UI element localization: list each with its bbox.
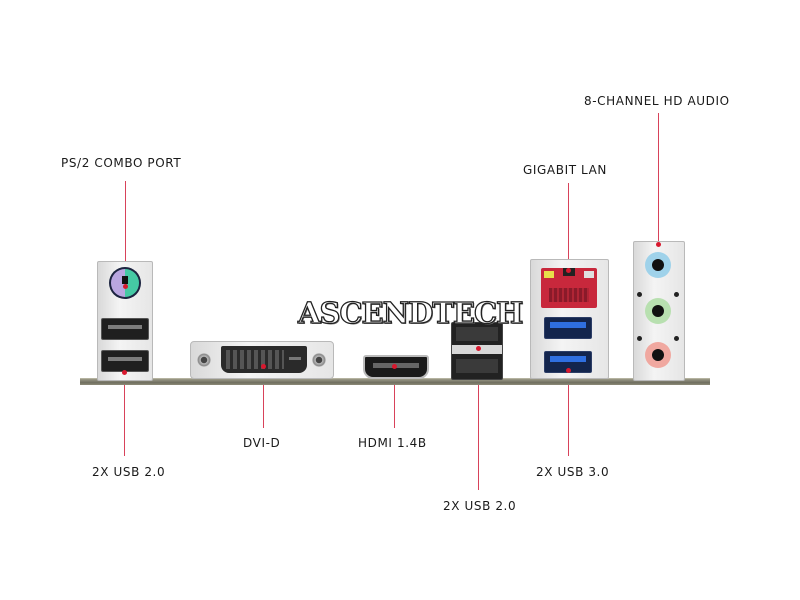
audio-screw-hole (674, 292, 679, 297)
label-usb3: 2X USB 3.0 (536, 465, 610, 479)
label-hdmi: HDMI 1.4B (358, 436, 427, 450)
audio-screw-hole (674, 336, 679, 341)
usb2-port-middle-top[interactable] (456, 327, 498, 341)
audio-bracket (633, 241, 685, 381)
label-dvi-d: DVI-D (243, 436, 281, 450)
usb2-port-middle-bottom[interactable] (456, 359, 498, 373)
marker-dot-dvi (261, 364, 266, 369)
watermark-text: ASCENDTECH (297, 295, 524, 330)
dvi-connector (221, 346, 307, 373)
lan-contacts (549, 288, 589, 302)
label-gigabit-lan: GIGABIT LAN (523, 163, 608, 177)
leader-line-dvi (263, 366, 264, 428)
usb2-port-left-bottom[interactable] (101, 350, 149, 372)
lan-usb3-bracket (530, 259, 609, 379)
label-usb2-left: 2X USB 2.0 (92, 465, 166, 479)
leader-line-usb3 (568, 370, 569, 456)
audio-screw-hole (637, 336, 642, 341)
dvi-screw-left (197, 353, 211, 367)
marker-dot-audio (656, 242, 661, 247)
marker-dot-hdmi (392, 364, 397, 369)
audio-jack-line-in[interactable] (645, 252, 671, 278)
leader-line-audio (658, 113, 659, 243)
audio-screw-hole (637, 292, 642, 297)
marker-dot-usb2-left (122, 370, 127, 375)
dvi-blade (289, 357, 301, 360)
ps2-usb-bracket (97, 261, 153, 381)
marker-dot-ps2 (123, 284, 128, 289)
label-hd-audio: 8-CHANNEL HD AUDIO (584, 94, 730, 108)
ps2-key (122, 276, 128, 284)
ps2-port[interactable] (109, 267, 141, 299)
io-backplate (80, 378, 710, 385)
lan-link-led (584, 271, 594, 278)
usb2-port-left-top[interactable] (101, 318, 149, 340)
lan-activity-led (544, 271, 554, 278)
dvi-port[interactable] (190, 341, 334, 379)
marker-dot-lan (566, 268, 571, 273)
usb3-port-top[interactable] (544, 317, 592, 339)
ps2-mouse-half (125, 269, 139, 297)
marker-dot-usb2-middle (476, 346, 481, 351)
dvi-pins (226, 350, 284, 369)
audio-jack-line-out[interactable] (645, 298, 671, 324)
usb2-middle-stack (451, 322, 503, 380)
label-ps2-combo-port: PS/2 COMBO PORT (61, 156, 182, 170)
leader-line-usb2-middle (478, 350, 479, 490)
leader-line-lan (568, 183, 569, 270)
leader-line-usb2-left (124, 372, 125, 456)
leader-line-hdmi (394, 370, 395, 428)
leader-line-ps2 (125, 181, 126, 286)
lan-port[interactable] (541, 268, 597, 308)
ps2-keyboard-half (111, 269, 125, 297)
label-usb2-middle: 2X USB 2.0 (443, 499, 517, 513)
marker-dot-usb3 (566, 368, 571, 373)
dvi-screw-right (312, 353, 326, 367)
audio-jack-mic[interactable] (645, 342, 671, 368)
